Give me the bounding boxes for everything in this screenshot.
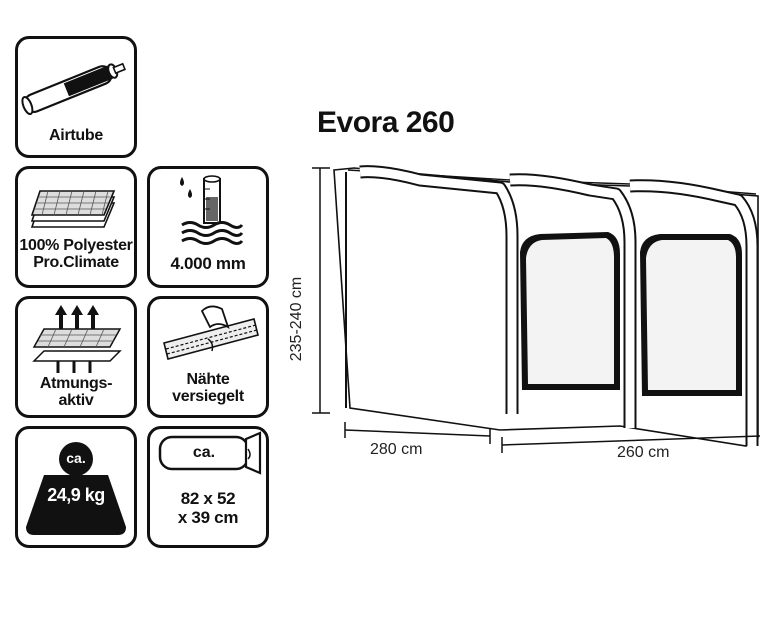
- depth-dimension-label: 280 cm: [370, 441, 423, 458]
- pack-label-line2: x 39 cm: [177, 508, 239, 527]
- weight-icon: [26, 442, 126, 535]
- depth-dimension-line: [344, 422, 491, 444]
- weight-prefix: ca.: [66, 450, 86, 466]
- width-dimension-line: [501, 435, 761, 453]
- breathable-label-line1: Atmungs-: [39, 375, 113, 392]
- feature-tile-fabric: 100% Polyester Pro.Climate: [15, 166, 137, 288]
- weight-value: 24,9 kg: [47, 485, 105, 505]
- feature-tile-airtube: Airtube: [15, 36, 137, 158]
- pack-prefix: ca.: [192, 444, 216, 461]
- airtube-label: Airtube: [49, 127, 103, 144]
- feature-tile-weight: ca. 24,9 kg: [15, 426, 137, 548]
- fabric-label-line2: Pro.Climate: [33, 254, 119, 271]
- pack-label-line1: 82 x 52: [180, 489, 236, 508]
- sealed-seams-icon: [163, 305, 259, 360]
- fabric-label-line1: 100% Polyester: [19, 237, 133, 254]
- breathable-fabric-icon: [32, 305, 122, 373]
- width-dimension-label: 260 cm: [617, 444, 670, 461]
- feature-tile-seams: Nähte versiegelt: [147, 296, 269, 418]
- feature-tile-pack-size: ca. 82 x 52 x 39 cm: [147, 426, 269, 548]
- breathable-label-line2: aktiv: [58, 392, 94, 409]
- feature-tile-breathable: Atmungs- aktiv: [15, 296, 137, 418]
- water-column-icon: [180, 175, 244, 245]
- height-dimension-line: [312, 167, 330, 414]
- awning-diagram: [312, 165, 761, 453]
- pack-bag-icon: [158, 431, 262, 475]
- seams-label-line2: versiegelt: [172, 388, 244, 405]
- water-column-label: 4.000 mm: [170, 254, 246, 273]
- height-dimension-label: 235-240 cm: [288, 276, 305, 362]
- fabric-layers-icon: [30, 190, 116, 228]
- window-right: [640, 234, 742, 396]
- airtube-icon: [21, 62, 127, 116]
- product-title: Evora 260: [317, 106, 455, 139]
- window-left: [520, 232, 620, 390]
- seams-label-line1: Nähte: [186, 371, 230, 388]
- feature-tile-water-column: 4.000 mm: [147, 166, 269, 288]
